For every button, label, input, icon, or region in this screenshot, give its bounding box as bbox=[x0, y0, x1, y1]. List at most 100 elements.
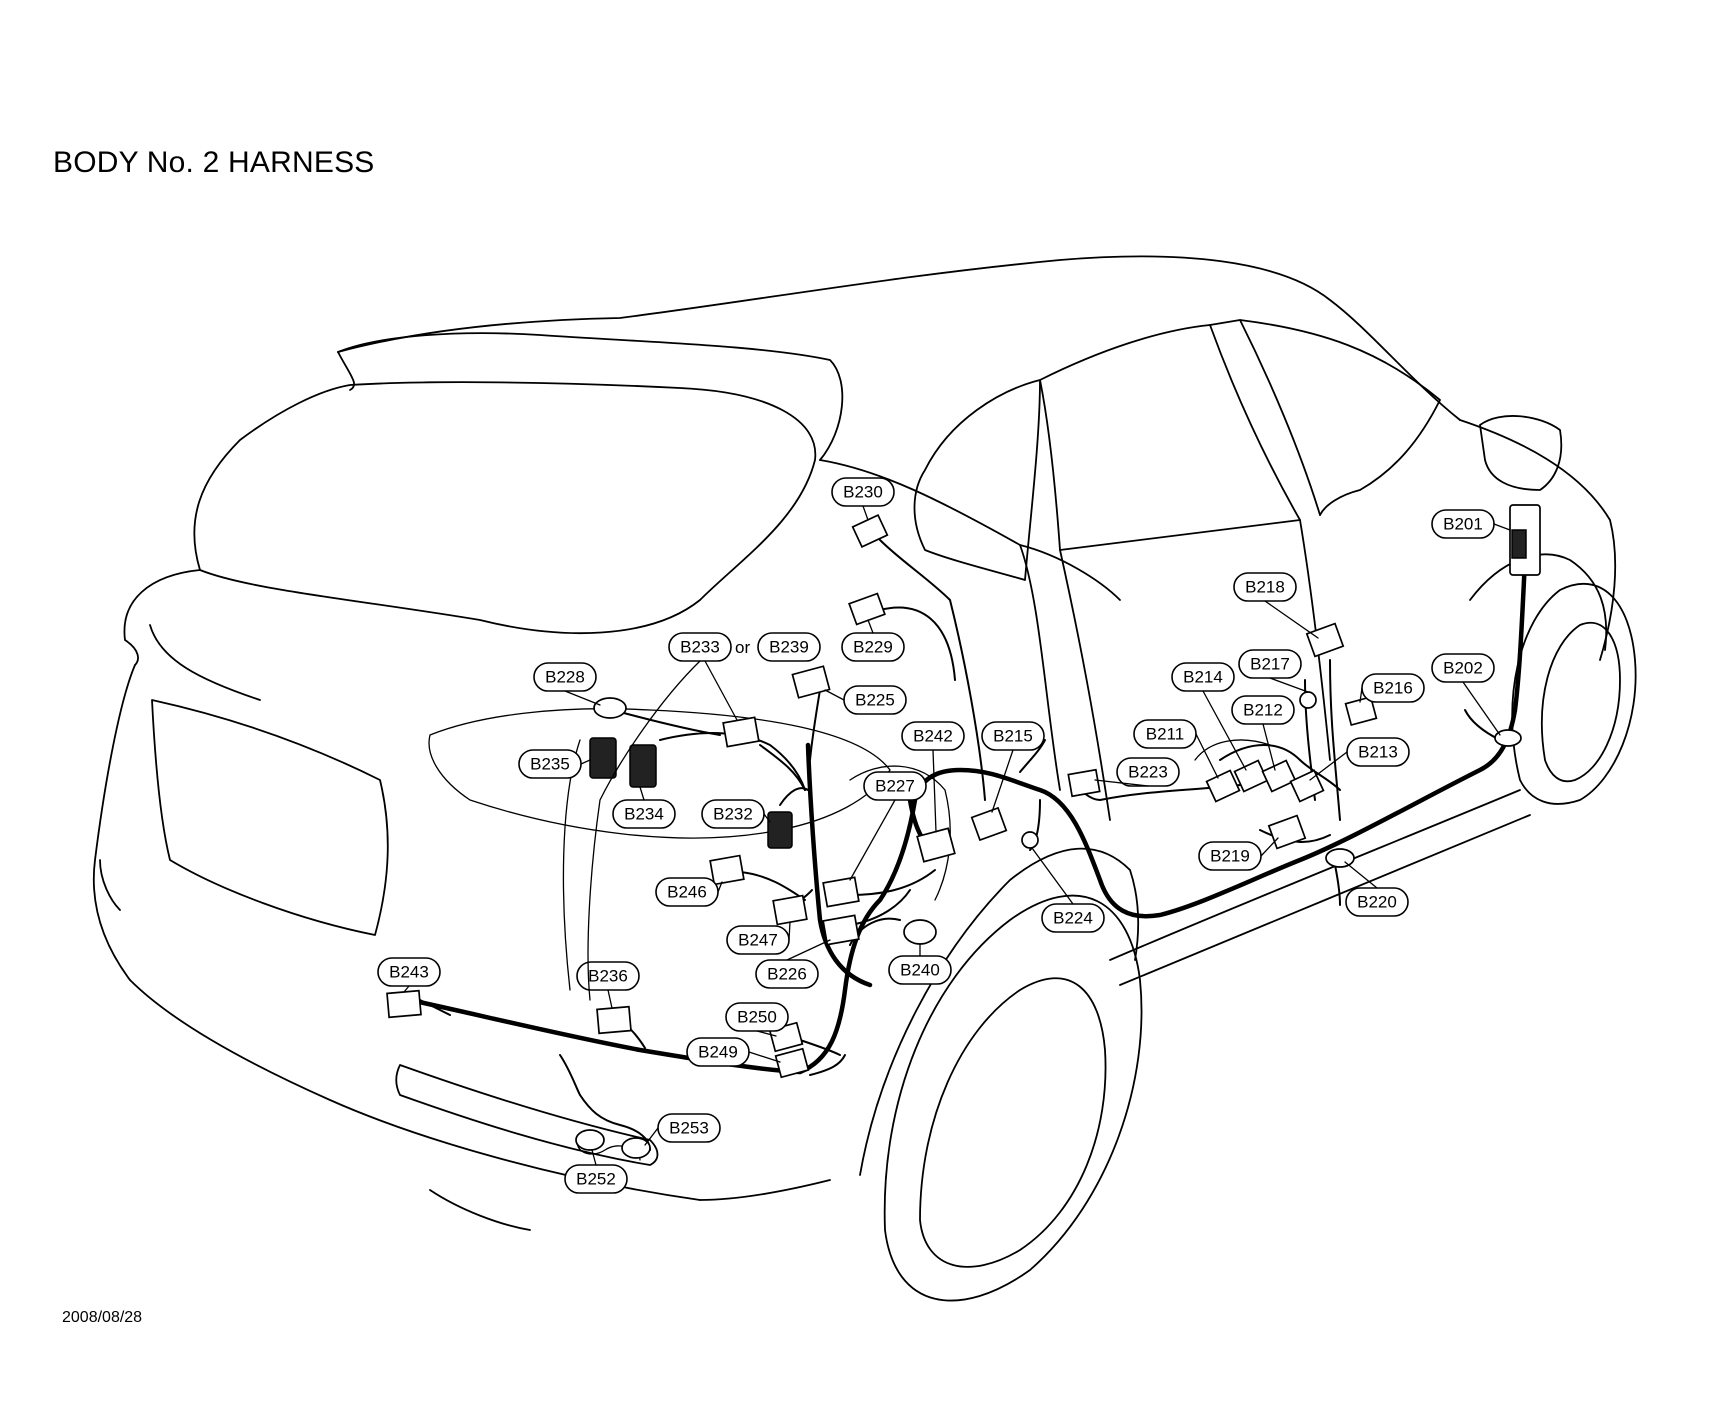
connector-b227-upper bbox=[822, 876, 860, 908]
label-b252: B252 bbox=[564, 1164, 628, 1194]
svg-text:B228: B228 bbox=[545, 668, 585, 687]
label-b224: B224 bbox=[1041, 903, 1105, 933]
svg-text:B250: B250 bbox=[737, 1008, 777, 1027]
svg-text:B213: B213 bbox=[1358, 743, 1398, 762]
connector-b228 bbox=[593, 697, 627, 719]
label-b236: B236 bbox=[576, 961, 640, 991]
main-harness bbox=[407, 557, 1528, 1075]
svg-text:B230: B230 bbox=[843, 483, 883, 502]
connector-b235 bbox=[589, 737, 617, 779]
svg-text:B214: B214 bbox=[1183, 668, 1223, 687]
svg-text:B232: B232 bbox=[713, 805, 753, 824]
svg-text:B227: B227 bbox=[875, 777, 915, 796]
connector-b214 bbox=[1233, 759, 1269, 793]
label-b230: B230 bbox=[831, 477, 895, 507]
svg-text:B243: B243 bbox=[389, 963, 429, 982]
label-b242: B242 bbox=[901, 721, 965, 751]
connector-b242 bbox=[916, 827, 956, 863]
label-b226: B226 bbox=[755, 959, 819, 989]
svg-text:B215: B215 bbox=[993, 727, 1033, 746]
svg-text:B249: B249 bbox=[698, 1043, 738, 1062]
svg-text:B223: B223 bbox=[1128, 763, 1168, 782]
connector-b223 bbox=[1067, 768, 1101, 798]
connector-b247 bbox=[772, 894, 808, 926]
svg-text:B220: B220 bbox=[1357, 893, 1397, 912]
label-b234: B234 bbox=[612, 799, 676, 829]
svg-text:B217: B217 bbox=[1250, 655, 1290, 674]
label-b216: B216 bbox=[1361, 673, 1425, 703]
svg-text:B233: B233 bbox=[680, 638, 720, 657]
connector-b219 bbox=[1267, 814, 1307, 850]
svg-text:B212: B212 bbox=[1243, 701, 1283, 720]
label-b240: B240 bbox=[888, 955, 952, 985]
svg-text:B236: B236 bbox=[588, 967, 628, 986]
svg-text:B216: B216 bbox=[1373, 679, 1413, 698]
label-b225: B225 bbox=[843, 685, 907, 715]
label-b253: B253 bbox=[657, 1113, 721, 1143]
vehicle-outline bbox=[92, 255, 1637, 1302]
label-b235: B235 bbox=[518, 749, 582, 779]
connector-b232 bbox=[767, 811, 793, 849]
connector-b252 bbox=[575, 1129, 605, 1151]
connector-labels: B230 B229 B233 or B239 B228 B225 B242 B2… bbox=[377, 477, 1495, 1194]
connector-b213 bbox=[1289, 769, 1325, 803]
svg-text:B229: B229 bbox=[853, 638, 893, 657]
connector-b233 bbox=[722, 716, 760, 748]
label-b246: B246 bbox=[655, 877, 719, 907]
connector-b217 bbox=[1299, 691, 1317, 709]
label-b217: B217 bbox=[1238, 649, 1302, 679]
connector-b234 bbox=[629, 744, 657, 788]
svg-text:B201: B201 bbox=[1443, 515, 1483, 534]
svg-text:B239: B239 bbox=[769, 638, 809, 657]
page-title: BODY No. 2 HARNESS bbox=[53, 146, 375, 179]
label-b212: B212 bbox=[1231, 695, 1295, 725]
or-text: or bbox=[735, 638, 750, 657]
label-b239: B239 bbox=[757, 632, 821, 662]
connector-b230 bbox=[851, 513, 889, 549]
connector-b202 bbox=[1494, 729, 1522, 747]
label-b215: B215 bbox=[981, 721, 1045, 751]
label-b220: B220 bbox=[1345, 887, 1409, 917]
label-b213: B213 bbox=[1346, 737, 1410, 767]
label-b247: B247 bbox=[726, 925, 790, 955]
svg-text:B235: B235 bbox=[530, 755, 570, 774]
connector-b216 bbox=[1344, 695, 1378, 727]
svg-text:B240: B240 bbox=[900, 961, 940, 980]
connector-b229 bbox=[848, 592, 886, 626]
svg-text:B246: B246 bbox=[667, 883, 707, 902]
connector-b218 bbox=[1305, 622, 1345, 658]
connector-b240 bbox=[903, 919, 937, 945]
svg-text:B253: B253 bbox=[669, 1119, 709, 1138]
footer-date: 2008/08/28 bbox=[62, 1309, 143, 1326]
label-b228: B228 bbox=[533, 662, 597, 692]
svg-text:B234: B234 bbox=[624, 805, 664, 824]
connector-b201-plug bbox=[1511, 529, 1527, 559]
connector-b212 bbox=[1261, 759, 1297, 793]
label-b250: B250 bbox=[725, 1002, 789, 1032]
svg-text:B252: B252 bbox=[576, 1170, 616, 1189]
label-b232: B232 bbox=[701, 799, 765, 829]
svg-text:B218: B218 bbox=[1245, 578, 1285, 597]
leader-lines bbox=[403, 505, 1511, 1166]
label-b229: B229 bbox=[841, 632, 905, 662]
svg-text:B247: B247 bbox=[738, 931, 778, 950]
svg-text:B226: B226 bbox=[767, 965, 807, 984]
label-b243: B243 bbox=[377, 957, 441, 987]
connector-b236 bbox=[596, 1005, 632, 1035]
label-b219: B219 bbox=[1198, 841, 1262, 871]
label-b233: B233 bbox=[668, 632, 732, 662]
connector-shapes bbox=[386, 504, 1541, 1159]
svg-text:B211: B211 bbox=[1146, 725, 1184, 744]
svg-text:B242: B242 bbox=[913, 727, 953, 746]
svg-text:B224: B224 bbox=[1053, 909, 1093, 928]
label-b202: B202 bbox=[1431, 653, 1495, 683]
label-b223: B223 bbox=[1116, 757, 1180, 787]
connector-b253 bbox=[621, 1137, 651, 1159]
label-b227: B227 bbox=[863, 771, 927, 801]
svg-text:B202: B202 bbox=[1443, 659, 1483, 678]
connector-b224 bbox=[1021, 831, 1039, 849]
connector-b225 bbox=[791, 665, 831, 699]
label-b218: B218 bbox=[1233, 572, 1297, 602]
connector-b226 bbox=[822, 914, 860, 946]
